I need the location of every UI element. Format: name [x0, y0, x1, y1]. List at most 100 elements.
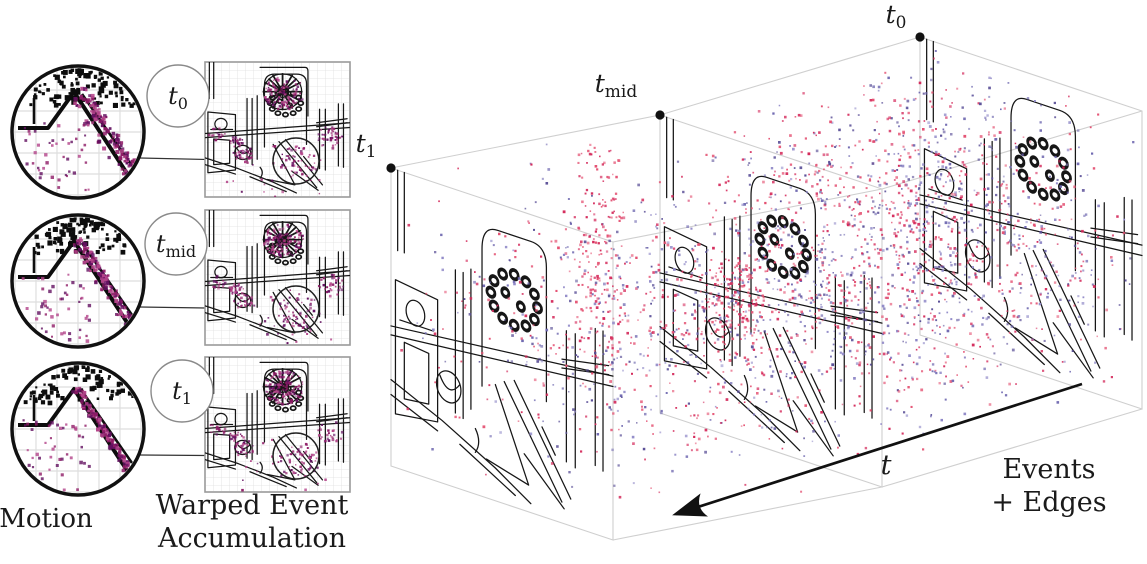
- event-dot: [624, 262, 626, 265]
- accum-dot: [286, 250, 288, 252]
- inset-edge-pixel: [59, 241, 64, 246]
- event-dot: [1001, 289, 1004, 291]
- event-dot: [1056, 401, 1060, 404]
- event-dot: [878, 183, 882, 187]
- inset-accum-dot: [119, 310, 123, 314]
- event-dot: [909, 189, 913, 193]
- event-dot: [893, 232, 897, 235]
- event-dot: [749, 243, 752, 246]
- event-dot: [761, 426, 764, 429]
- inset-edge-pixel: [60, 82, 63, 86]
- accum-dot: [293, 393, 296, 396]
- event-dot: [567, 198, 570, 200]
- event-dot: [737, 234, 740, 237]
- event-dot: [928, 125, 932, 128]
- event-dot: [789, 268, 793, 271]
- inset-accum-dot: [82, 390, 87, 395]
- event-dot: [787, 341, 791, 344]
- event-dot: [1080, 265, 1083, 268]
- inset-accum-dot: [107, 155, 111, 160]
- accum-dot: [282, 242, 284, 244]
- accum-dot: [277, 461, 280, 463]
- event-dot: [622, 369, 624, 372]
- event-dot: [1066, 148, 1070, 152]
- inset-accum-dot: [26, 422, 30, 426]
- event-dot: [715, 294, 718, 297]
- event-dot: [965, 237, 968, 240]
- event-dot: [970, 228, 974, 232]
- accum-dot: [263, 183, 266, 186]
- accum-dot: [277, 375, 280, 378]
- event-dot: [738, 454, 741, 456]
- event-dot: [739, 305, 743, 308]
- event-dot: [1031, 338, 1034, 341]
- event-dot: [576, 316, 579, 319]
- accum-dot: [240, 190, 243, 193]
- inset-accum-dot: [120, 455, 123, 458]
- inset-edge-pixel: [29, 103, 33, 107]
- event-dot: [937, 195, 940, 198]
- event-dot: [971, 266, 974, 269]
- event-dot: [891, 273, 894, 277]
- accum-dot: [281, 158, 284, 161]
- accum-dot: [294, 251, 297, 254]
- event-dot: [931, 201, 934, 204]
- event-dot: [923, 218, 926, 221]
- event-dot: [914, 250, 917, 253]
- accum-dot: [308, 454, 311, 456]
- event-dot: [1025, 220, 1028, 224]
- event-dot: [748, 183, 751, 186]
- accum-dot: [329, 282, 332, 285]
- event-dot: [596, 274, 599, 278]
- event-dot: [893, 247, 896, 249]
- event-dot: [434, 381, 437, 384]
- inset-edge-pixel: [131, 395, 134, 398]
- inset-accum-dot: [86, 121, 90, 125]
- event-dot: [547, 373, 550, 376]
- event-dot: [629, 262, 631, 264]
- event-dot: [878, 206, 881, 210]
- inset-accum-dot: [118, 298, 123, 303]
- event-dot: [723, 307, 725, 310]
- accum-dot: [274, 372, 277, 375]
- event-dot: [717, 350, 720, 353]
- event-dot: [689, 195, 693, 198]
- event-dot: [578, 265, 581, 268]
- event-dot: [815, 307, 818, 309]
- event-dot: [979, 345, 981, 348]
- event-dot: [598, 301, 601, 304]
- event-dot: [750, 207, 753, 210]
- event-dot: [817, 293, 820, 296]
- event-dot: [634, 335, 638, 338]
- inset-edge-pixel: [81, 365, 86, 369]
- accum-dot: [209, 424, 212, 427]
- inset-edge-pixel: [110, 389, 115, 394]
- accum-dot: [225, 180, 229, 184]
- event-dot: [956, 374, 958, 376]
- accum-dot: [321, 436, 323, 438]
- event-dot: [749, 276, 752, 279]
- accum-dot: [318, 137, 321, 140]
- event-volume-panel: t1 tmid t0 t Events + Edges: [356, 0, 1144, 541]
- event-dot: [645, 374, 648, 377]
- accum-dot: [230, 437, 233, 440]
- event-dot: [979, 135, 983, 138]
- event-dot: [589, 294, 592, 298]
- inset-edge-pixel: [93, 97, 97, 100]
- inset-accum-dot: [115, 289, 118, 292]
- inset-accum-dot: [57, 178, 61, 182]
- accum-dot: [295, 386, 297, 388]
- event-dot: [639, 311, 642, 314]
- event-dot: [431, 448, 434, 451]
- event-dot: [911, 290, 914, 293]
- event-dot: [788, 201, 791, 204]
- accum-dot: [229, 140, 232, 143]
- event-dot: [844, 365, 847, 368]
- event-dot: [594, 354, 597, 357]
- accum-dot: [240, 451, 242, 453]
- inset-accum-dot: [110, 440, 114, 444]
- accum-dot: [279, 240, 282, 242]
- inset-accum-dot: [113, 444, 116, 448]
